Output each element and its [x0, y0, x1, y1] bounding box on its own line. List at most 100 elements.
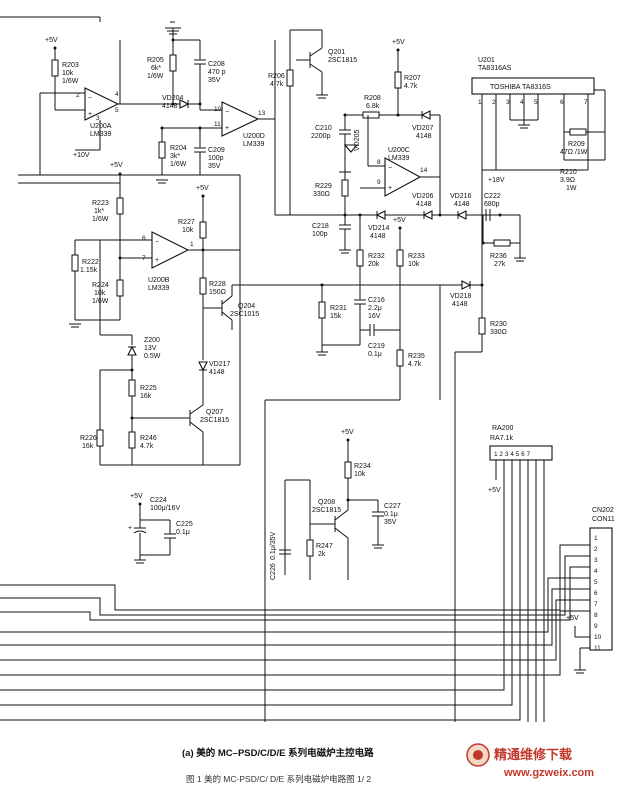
watermark-url: www.gzweix.com: [503, 767, 594, 779]
svg-text:8: 8: [594, 612, 598, 619]
z200-network: Z200 13V 0.5W R225 16k R246 4.7k R226 16…: [80, 240, 241, 466]
vd214-vd206-network: VD214 4148 VD206 4148 VD216 4148 C222 68…: [358, 193, 520, 240]
svg-text:C209: C209: [208, 147, 225, 154]
svg-text:Z200: Z200: [144, 337, 160, 344]
svg-text:9: 9: [594, 623, 598, 630]
svg-text:330Ω: 330Ω: [490, 329, 507, 336]
svg-text:R234: R234: [354, 463, 371, 470]
u201-pin-labels: 1 2 3 4 5 6 7: [478, 99, 588, 106]
svg-text:R223: R223: [92, 200, 109, 207]
svg-text:3: 3: [594, 557, 598, 564]
u200c-comparator: −+ U200C LM339 8 9 14: [360, 115, 440, 197]
svg-text:+5V: +5V: [196, 185, 209, 192]
vd218-r230-network: VD218 4148 R230 330Ω: [439, 280, 507, 710]
svg-text:3.9Ω: 3.9Ω: [560, 177, 575, 184]
svg-text:+: +: [128, 525, 132, 532]
svg-text:4148: 4148: [370, 233, 386, 240]
svg-text:2200p: 2200p: [311, 133, 331, 140]
svg-text:TOSHIBA TA8316S: TOSHIBA TA8316S: [490, 84, 551, 91]
r207-r208-network: +5V R207 4.7k R208 6.8k VD207 4148: [345, 39, 441, 215]
svg-text:8: 8: [377, 159, 381, 166]
svg-text:U200C: U200C: [388, 147, 410, 154]
c210-vd205-network: C210 2200p VD205: [311, 113, 361, 173]
watermark: 精通维修下载 www.gzweix.com: [466, 743, 594, 779]
svg-text:U200D: U200D: [243, 133, 265, 140]
r222-r224-network: +5V R223 1k* 1/6W R224 10k 1/6W R222 1.1…: [69, 162, 124, 328]
svg-text:VD218: VD218: [450, 293, 472, 300]
svg-text:1/6W: 1/6W: [62, 78, 79, 85]
svg-text:VD207: VD207: [412, 125, 434, 132]
bottom-bus-wires: [0, 540, 590, 722]
svg-text:Q201: Q201: [328, 49, 345, 56]
svg-text:100p: 100p: [312, 231, 328, 238]
svg-text:1/6W: 1/6W: [92, 216, 109, 223]
svg-text:10k: 10k: [62, 70, 74, 77]
svg-text:U200B: U200B: [148, 277, 170, 284]
r203-resistor: +5V R203 10k 1/6W: [45, 37, 85, 111]
svg-text:7: 7: [594, 601, 598, 608]
r205-c208-network: R205 6k* 1/6W C208 470 p 35V VD204 4148: [147, 21, 226, 110]
svg-text:C208: C208: [208, 61, 225, 68]
svg-text:1: 1: [478, 99, 482, 106]
svg-text:6: 6: [560, 99, 564, 106]
svg-text:VD206: VD206: [412, 193, 434, 200]
svg-text:C222: C222: [484, 193, 501, 200]
r204-c209-network: R204 3k* 1/6W C209 100p 35V: [156, 126, 225, 184]
svg-text:Q208: Q208: [318, 499, 335, 506]
svg-text:4.7k: 4.7k: [270, 81, 284, 88]
svg-text:2.2μ: 2.2μ: [368, 305, 382, 312]
svg-text:10k: 10k: [408, 261, 420, 268]
u200a-comparator: −+ U200A LM339 2 4 5 3 +10V: [39, 40, 200, 175]
svg-text:R227: R227: [178, 219, 195, 226]
svg-text:R205: R205: [147, 57, 164, 64]
svg-text:C216: C216: [368, 297, 385, 304]
svg-text:35V: 35V: [208, 163, 221, 170]
svg-text:1W: 1W: [566, 185, 577, 192]
svg-text:LM339: LM339: [148, 285, 170, 292]
svg-text:0.5W: 0.5W: [144, 353, 161, 360]
figure-title-block: (a) 美的 MC–PSD/C/D/E 系列电磁炉主控电路 图 1 美的 MC-…: [182, 747, 374, 784]
u200a-part: LM339: [90, 131, 112, 138]
u200a-label: U200A: [90, 123, 112, 130]
svg-text:0.1μ/35V: 0.1μ/35V: [270, 532, 277, 560]
svg-text:Q207: Q207: [206, 409, 223, 416]
svg-text:+5V: +5V: [110, 162, 123, 169]
svg-text:CON11: CON11: [592, 516, 615, 523]
svg-text:R204: R204: [170, 145, 187, 152]
svg-text:R235: R235: [408, 353, 425, 360]
svg-text:11: 11: [594, 645, 601, 652]
svg-text:C219: C219: [368, 343, 385, 350]
svg-text:680p: 680p: [484, 201, 500, 208]
svg-text:R225: R225: [140, 385, 157, 392]
svg-text:R206: R206: [268, 73, 285, 80]
svg-text:+: +: [388, 185, 392, 192]
svg-text:3k*: 3k*: [170, 153, 180, 160]
svg-text:R208: R208: [364, 95, 381, 102]
svg-text:C210: C210: [315, 125, 332, 132]
u200d-comparator: −+ U200D LM339 10 11 13: [199, 40, 360, 216]
svg-text:5: 5: [115, 107, 119, 114]
svg-text:+5V: +5V: [566, 615, 579, 622]
svg-text:0.1μ: 0.1μ: [384, 511, 398, 518]
left-bus-wires: [0, 16, 241, 270]
svg-text:2: 2: [594, 546, 598, 553]
svg-text:1k*: 1k*: [94, 208, 104, 215]
svg-text:RA200: RA200: [492, 425, 514, 432]
svg-text:13V: 13V: [144, 345, 157, 352]
svg-text:C224: C224: [150, 497, 167, 504]
svg-text:16k: 16k: [140, 393, 152, 400]
svg-text:13: 13: [258, 110, 266, 117]
svg-text:2SC1815: 2SC1815: [200, 417, 229, 424]
svg-text:R222: R222: [82, 259, 99, 266]
svg-text:6.8k: 6.8k: [366, 103, 380, 110]
svg-text:5: 5: [594, 579, 598, 586]
svg-text:−: −: [225, 109, 229, 116]
svg-text:LM339: LM339: [388, 155, 410, 162]
svg-text:−: −: [88, 95, 92, 102]
svg-text:R247: R247: [316, 543, 333, 550]
svg-text:4: 4: [115, 91, 119, 98]
r229-c218-network: R229 330Ω C218 100p: [312, 172, 351, 254]
svg-text:+5V: +5V: [488, 487, 501, 494]
svg-text:U201: U201: [478, 57, 495, 64]
svg-text:R209: R209: [568, 141, 585, 148]
